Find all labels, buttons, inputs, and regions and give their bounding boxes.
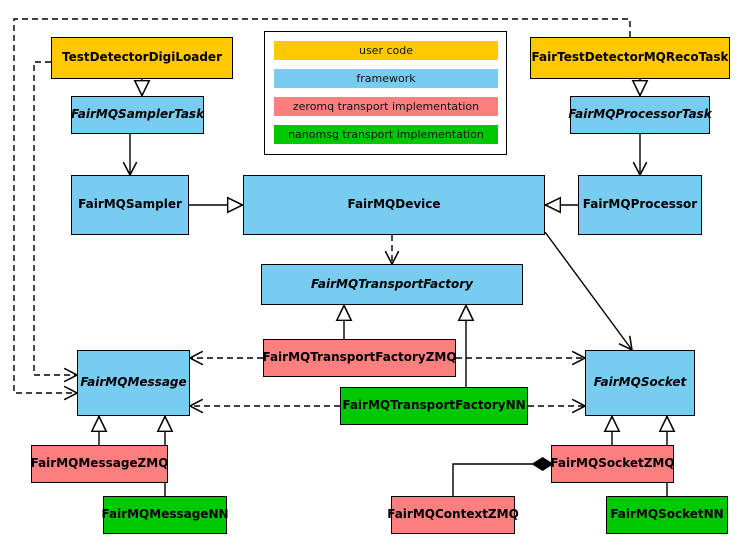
class-node-fairmqsampler[interactable]: FairMQSampler (71, 175, 189, 235)
class-node-fairmqsamplertask[interactable]: FairMQSamplerTask (71, 96, 204, 134)
edge-contextzmq-socketzmq (452, 464, 551, 496)
legend-item-zeromq: zeromq transport implementation (274, 97, 498, 116)
class-node-fairmqsocket[interactable]: FairMQSocket (585, 350, 695, 416)
class-node-fairmqsocketzmq[interactable]: FairMQSocketZMQ (550, 445, 675, 483)
legend-item-nanomsg: nanomsg transport implementation (274, 125, 498, 144)
class-label-fairmqsocketzmq: FairMQSocketZMQ (550, 456, 675, 471)
class-node-fairmqsocketnn[interactable]: FairMQSocketNN (606, 496, 728, 534)
class-label-fairmqmessagenn: FairMQMessageNN (101, 507, 229, 522)
class-label-fairmqtransportfactoryzmq: FairMQTransportFactoryZMQ (262, 350, 457, 365)
class-label-fairmqprocessortask: FairMQProcessorTask (568, 107, 712, 122)
class-label-fairmqprocessor: FairMQProcessor (582, 197, 698, 212)
class-label-fairmqmessagezmq: FairMQMessageZMQ (30, 456, 169, 471)
edge-recotask-message (13, 18, 631, 393)
class-label-fairtestdetectormqrecotask: FairTestDetectorMQRecoTask (531, 50, 729, 65)
class-node-fairmqcontextzmq[interactable]: FairMQContextZMQ (387, 496, 519, 534)
class-label-fairmqcontextzmq: FairMQContextZMQ (387, 507, 519, 522)
class-label-testdetectordigiloader: TestDetectorDigiLoader (61, 50, 222, 65)
legend-label-user-code: user code (358, 44, 414, 57)
class-node-fairmqdevice[interactable]: FairMQDevice (243, 175, 545, 235)
class-node-fairtestdetectormqrecotask[interactable]: FairTestDetectorMQRecoTask (530, 37, 730, 79)
legend-label-zeromq: zeromq transport implementation (292, 100, 480, 113)
class-label-fairmqtransportfactorynn: FairMQTransportFactoryNN (342, 398, 526, 413)
class-node-fairmqprocessortask[interactable]: FairMQProcessorTask (568, 96, 712, 134)
class-node-fairmqmessagenn[interactable]: FairMQMessageNN (101, 496, 229, 534)
class-node-fairmqtransportfactoryzmq[interactable]: FairMQTransportFactoryZMQ (262, 339, 457, 377)
class-node-testdetectordigiloader[interactable]: TestDetectorDigiLoader (51, 37, 233, 79)
class-label-fairmqdevice: FairMQDevice (347, 197, 441, 212)
class-label-fairmqsamplertask: FairMQSamplerTask (70, 107, 205, 122)
legend-item-user-code: user code (274, 41, 498, 60)
class-label-fairmqsampler: FairMQSampler (78, 197, 182, 212)
class-node-fairmqtransportfactorynn[interactable]: FairMQTransportFactoryNN (340, 387, 528, 425)
class-label-fairmqmessage: FairMQMessage (80, 375, 187, 390)
class-node-fairmqmessagezmq[interactable]: FairMQMessageZMQ (31, 445, 168, 483)
class-label-fairmqsocket: FairMQSocket (593, 375, 687, 390)
edge-digiloader-message (33, 61, 77, 375)
class-node-fairmqtransportfactory[interactable]: FairMQTransportFactory (261, 264, 523, 305)
legend-panel: user code framework zeromq transport imp… (264, 31, 507, 155)
class-label-fairmqtransportfactory: FairMQTransportFactory (311, 276, 473, 291)
legend-label-framework: framework (356, 72, 416, 85)
class-node-fairmqprocessor[interactable]: FairMQProcessor (578, 175, 702, 235)
legend-item-framework: framework (274, 69, 498, 88)
class-node-fairmqmessage[interactable]: FairMQMessage (77, 350, 190, 416)
edge-device-socket (544, 231, 632, 350)
legend-label-nanomsg: nanomsg transport implementation (288, 128, 484, 141)
class-label-fairmqsocketnn: FairMQSocketNN (610, 507, 724, 522)
